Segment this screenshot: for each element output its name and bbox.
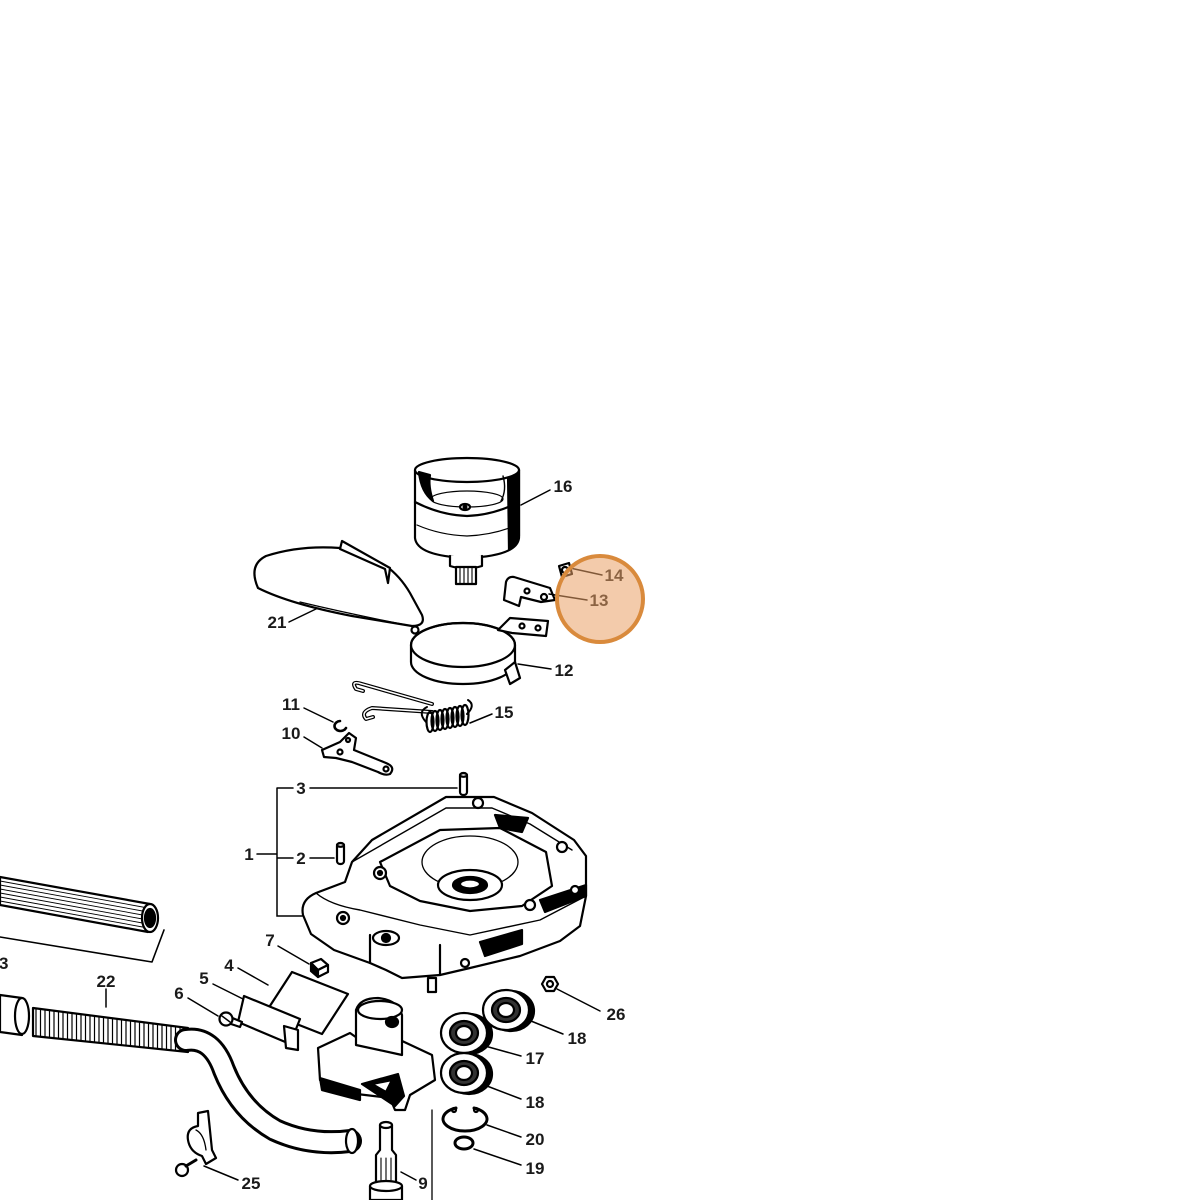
- callout-18-lower[interactable]: 18: [526, 1093, 545, 1112]
- part-26-nut: [540, 975, 560, 993]
- callout-7[interactable]: 7: [265, 931, 274, 950]
- leader-4: [237, 967, 269, 986]
- leader-12: [517, 663, 552, 670]
- callout-16[interactable]: 16: [554, 477, 573, 496]
- callout-18-upper[interactable]: 18: [568, 1029, 587, 1048]
- part-13-bracket: [502, 575, 557, 608]
- part-11-circlip: [333, 719, 348, 733]
- part-3-pin: [458, 771, 469, 797]
- hose-corrugation: [35, 1007, 186, 1053]
- callout-17[interactable]: 17: [526, 1049, 545, 1068]
- callout-19[interactable]: 19: [526, 1159, 545, 1178]
- leader-16: [520, 489, 551, 506]
- part-9-shaft: [368, 1120, 404, 1200]
- leader-18-lower: [486, 1085, 522, 1100]
- part-18-bearing-lower: [439, 1051, 494, 1096]
- leader-15: [469, 713, 493, 724]
- brake-rod: [352, 680, 434, 721]
- callout-3-cut[interactable]: 3: [0, 954, 8, 973]
- leader-7: [277, 945, 310, 965]
- leader-lines: [105, 489, 603, 1181]
- callout-15[interactable]: 15: [495, 703, 514, 722]
- callout-4[interactable]: 4: [224, 956, 234, 975]
- callout-1[interactable]: 1: [244, 845, 253, 864]
- leader-5: [212, 983, 244, 1000]
- callout-2[interactable]: 2: [296, 849, 305, 868]
- tube-group-bracket: [0, 929, 165, 963]
- leader-26: [556, 988, 601, 1012]
- callout-26[interactable]: 26: [607, 1005, 626, 1024]
- part-23-drive-tube: [0, 875, 160, 934]
- callout-10[interactable]: 10: [282, 724, 301, 743]
- part-21-cover: [253, 539, 424, 635]
- leader-10: [303, 736, 323, 749]
- part-15-spring: [420, 699, 473, 734]
- part-22-hose: [0, 993, 362, 1155]
- leader-6: [187, 997, 219, 1017]
- callout-25[interactable]: 25: [242, 1174, 261, 1193]
- part-16-clutch-drum: [413, 456, 521, 586]
- part-19-ring: [453, 1135, 475, 1151]
- leader-25: [203, 1165, 239, 1181]
- callout-3[interactable]: 3: [296, 779, 305, 798]
- selection-highlight-marker: [555, 554, 645, 644]
- part-2-pin: [335, 841, 346, 866]
- part-18-bearing-upper: [481, 988, 536, 1033]
- leader-20: [486, 1124, 522, 1138]
- part-17-bearing: [439, 1011, 494, 1056]
- callout-21[interactable]: 21: [268, 613, 287, 632]
- callout-5[interactable]: 5: [199, 969, 208, 988]
- part-12-brake-band: [409, 616, 550, 686]
- part-5-plate: [236, 994, 302, 1052]
- tube-ribs: [0, 880, 149, 929]
- leader-17: [484, 1045, 522, 1057]
- part-7-square-nut: [309, 957, 330, 979]
- callout-12[interactable]: 12: [555, 661, 574, 680]
- part-1-gear-housing: [301, 795, 588, 994]
- leader-21: [288, 607, 319, 623]
- leader-18-upper: [530, 1020, 564, 1035]
- leader-9: [400, 1171, 417, 1181]
- callout-20[interactable]: 20: [526, 1130, 545, 1149]
- part-6-screw: [218, 1011, 244, 1029]
- callout-9[interactable]: 9: [418, 1174, 427, 1193]
- part-25-clamp: [174, 1109, 218, 1178]
- part-20-circlip: [441, 1106, 489, 1133]
- callout-6[interactable]: 6: [174, 984, 183, 1003]
- leader-1-bracket: [256, 787, 303, 917]
- gear-head-housing: [316, 996, 437, 1112]
- part-10-lever: [320, 731, 394, 776]
- callout-22[interactable]: 22: [97, 972, 116, 991]
- callout-11[interactable]: 11: [282, 695, 300, 714]
- leader-11: [303, 707, 334, 723]
- leader-19: [473, 1148, 522, 1166]
